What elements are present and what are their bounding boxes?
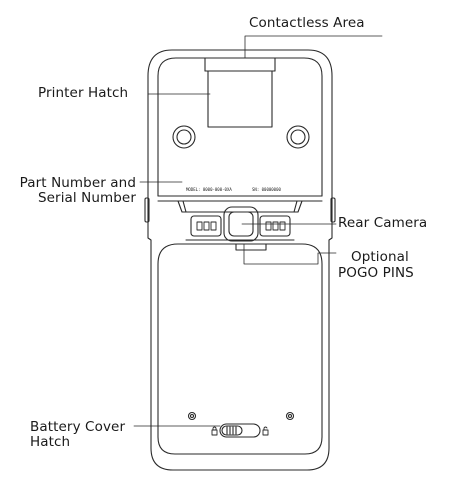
label-contactless-area: Contactless Area	[249, 15, 365, 31]
lock-icon	[211, 426, 218, 436]
battery-latch-slider	[219, 423, 261, 438]
device-outline	[147, 49, 333, 471]
right-side-button	[330, 197, 336, 223]
label-rear-camera: Rear Camera	[338, 215, 428, 231]
right-screw-boss-icon	[286, 125, 310, 149]
label-battery-line2: Hatch	[30, 434, 71, 450]
label-printer-hatch: Printer Hatch	[38, 85, 129, 101]
left-screw-boss-icon	[172, 125, 196, 149]
printer-hatch	[204, 57, 276, 72]
callout-lines	[133, 35, 383, 427]
hinge-right	[293, 200, 303, 213]
label-part-serial-line2: Serial Number	[37, 190, 136, 206]
sticker-right-text: SN: 00000000	[252, 187, 281, 192]
battery-cover	[157, 243, 323, 455]
battery-cover-screw-left-icon	[187, 411, 197, 421]
pogo-pin-pad-left	[190, 215, 222, 237]
hinge-left	[177, 200, 187, 213]
battery-cover-screw-right-icon	[285, 411, 295, 421]
label-part-serial-line1: Part Number and	[19, 175, 136, 191]
printer-hatch-window	[207, 70, 273, 128]
pogo-pin-pad-right	[259, 215, 291, 237]
sticker-left-text: MODEL: 0000-000-0XA	[186, 187, 232, 192]
left-side-button	[144, 197, 150, 223]
label-pogo-line2: POGO PINS	[338, 265, 414, 281]
label-pogo-line1: Optional	[351, 249, 409, 265]
pogo-pin-slot	[235, 243, 267, 251]
label-battery-line1: Battery Cover	[30, 419, 126, 435]
unlock-icon	[262, 426, 269, 436]
